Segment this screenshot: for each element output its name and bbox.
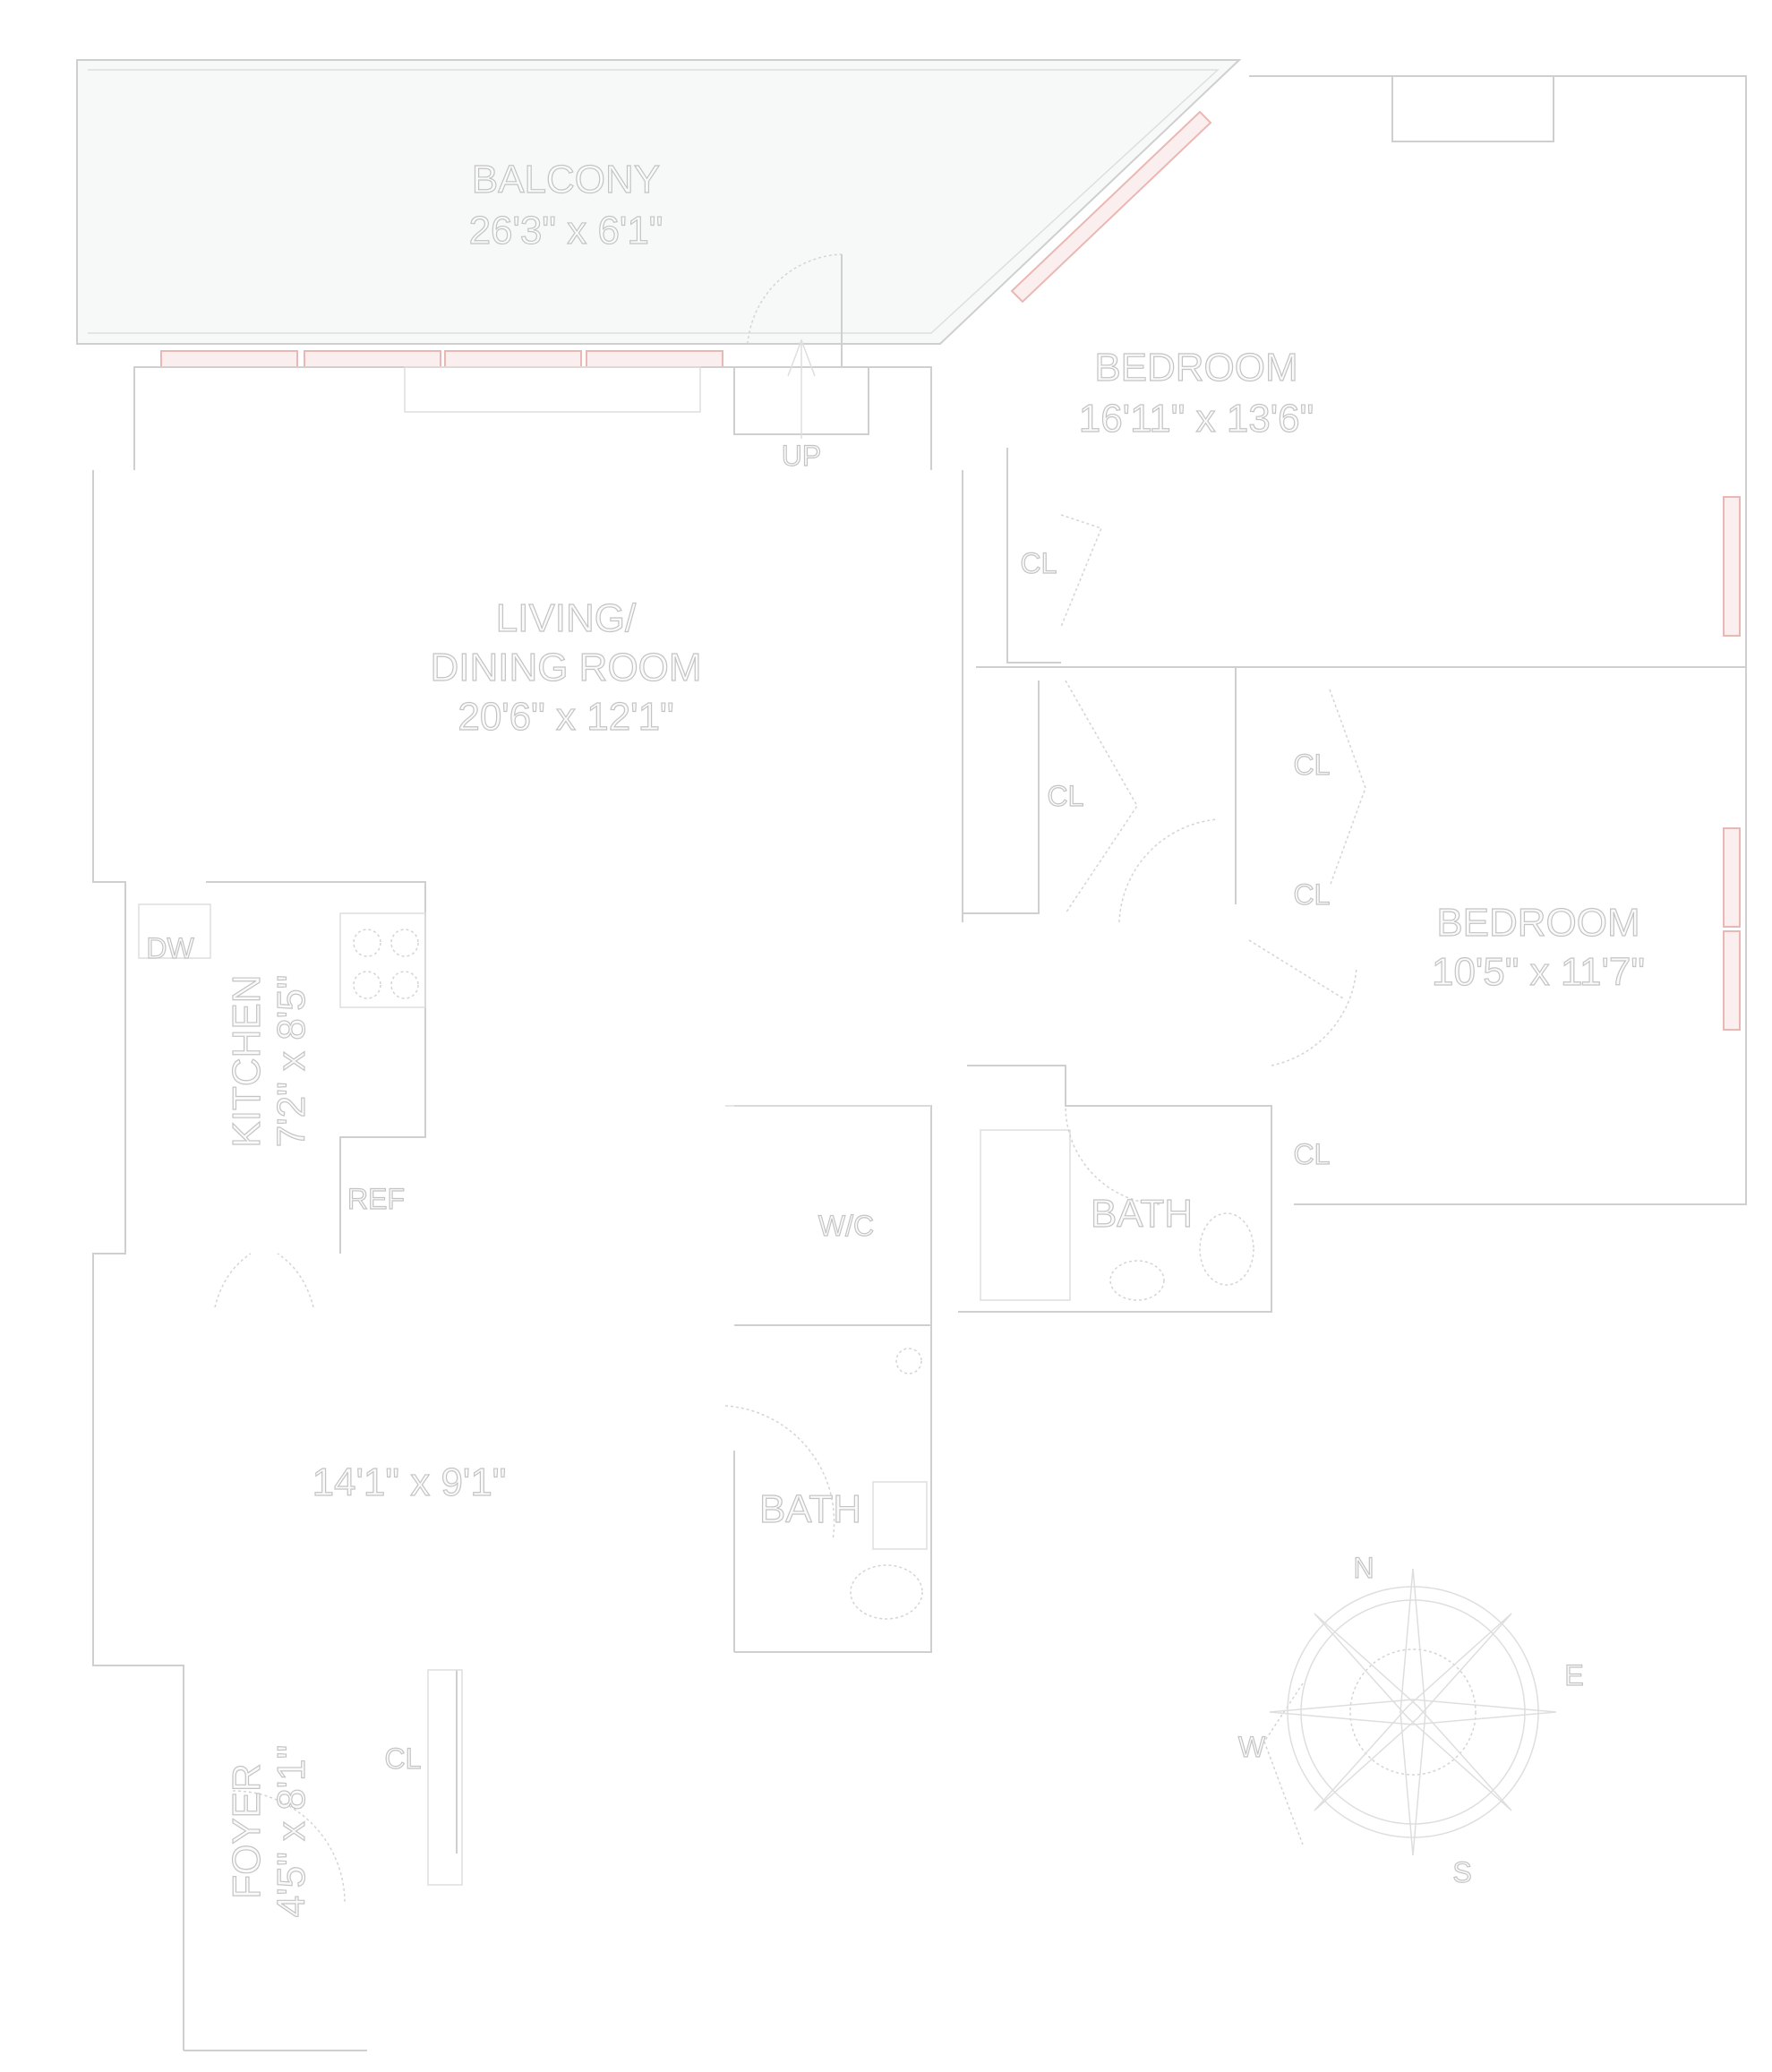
bedroom1-size: 16'11" x 13'6"	[1079, 397, 1314, 441]
bath1-label: BATH	[759, 1487, 861, 1531]
toilet-icon	[1199, 1212, 1254, 1286]
wic-label: W/C	[818, 1210, 874, 1242]
doors	[214, 514, 1366, 1904]
balcony-size: 26'3" x 6'1"	[469, 209, 663, 253]
ref-label: REF	[347, 1183, 405, 1215]
room-labels: BALCONY 26'3" x 6'1" BEDROOM 16'11" x 13…	[146, 157, 1646, 1917]
compass-e: E	[1564, 1659, 1583, 1691]
bedroom1-label: BEDROOM	[1094, 346, 1297, 390]
bedroom2-label: BEDROOM	[1436, 901, 1639, 945]
foyer-size: 4'5" x 8'1"	[270, 1745, 313, 1917]
sink-icon	[1109, 1260, 1165, 1301]
kitchen-size: 7'2" x 8'5"	[270, 975, 313, 1147]
compass-s: S	[1452, 1856, 1471, 1888]
dw-label: DW	[146, 932, 194, 964]
compass-n: N	[1353, 1552, 1374, 1584]
closet-label: CL	[1294, 1138, 1331, 1170]
living-label: LIVING/	[496, 596, 637, 640]
fixtures	[353, 338, 1254, 1620]
balcony-label: BALCONY	[472, 158, 660, 201]
stove-icon	[353, 929, 419, 999]
bath2-label: BATH	[1091, 1192, 1193, 1236]
sink-icon	[895, 1348, 922, 1374]
compass-w: W	[1238, 1731, 1266, 1763]
closet-label: CL	[1021, 547, 1057, 579]
closet-label: CL	[1294, 749, 1331, 781]
closet-label: CL	[1294, 878, 1331, 911]
balcony	[76, 59, 1242, 367]
foyer-label: FOYER	[225, 1763, 269, 1899]
bedroom2-size: 10'5" x 11'7"	[1432, 950, 1645, 994]
sink-icon	[872, 1481, 928, 1550]
den-size: 14'1" x 9'1"	[312, 1460, 507, 1504]
toilet-icon	[850, 1564, 923, 1620]
up-label: UP	[782, 440, 821, 472]
living-size: 20'6" x 12'1"	[458, 695, 673, 739]
closet-label: CL	[1048, 780, 1084, 812]
closet-label: CL	[385, 1742, 422, 1775]
kitchen-label: KITCHEN	[225, 974, 269, 1147]
living-label-2: DINING ROOM	[430, 646, 701, 689]
compass-icon: N E S W	[1237, 1551, 1584, 1888]
walls	[92, 75, 1747, 2051]
